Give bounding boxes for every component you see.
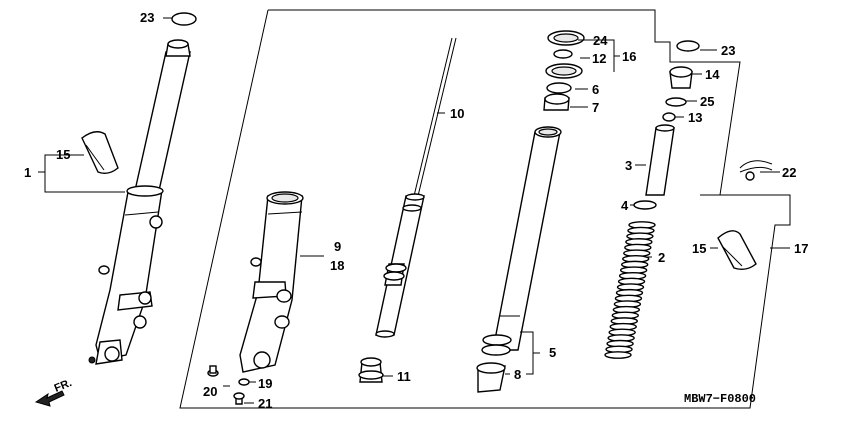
leader-lines [38,17,790,404]
callout-5: 5 [549,345,556,360]
nut-part [662,112,676,122]
callout-20: 20 [203,384,217,399]
callout-3: 3 [625,158,632,173]
callout-22: 22 [782,165,796,180]
fork-assembly-part [88,39,191,365]
oil-seal-stack [543,30,585,111]
spring-coil [604,351,632,359]
slide-bushing-part [476,362,506,393]
callout-12: 12 [592,51,606,66]
callout-7: 7 [592,100,599,115]
callout-15-right: 15 [692,241,706,256]
callout-16: 16 [622,49,636,64]
callout-17: 17 [794,241,808,256]
callout-14: 14 [705,67,720,82]
callout-15-left: 15 [56,147,70,162]
callout-13: 13 [688,110,702,125]
fork-guard-part-right [717,230,757,271]
callout-2: 2 [658,250,665,265]
o-ring-part-right [676,40,700,52]
callout-9: 9 [334,239,341,254]
callout-6: 6 [592,82,599,97]
spring-seat-part [633,200,657,210]
outer-slider-part [239,191,304,373]
fork-guard-part-left [81,131,119,175]
o-ring-part-left [171,12,197,26]
callout-10: 10 [450,106,464,121]
front-direction-arrow: FR. [34,377,74,407]
callout-1: 1 [24,165,31,180]
callout-21: 21 [258,396,272,411]
callout-19: 19 [258,376,272,391]
callout-23-left: 23 [140,10,154,25]
callout-25: 25 [700,94,714,109]
retaining-clip-part [739,160,773,181]
o-ring-small-part [665,97,687,107]
oil-lock-piece-part [358,357,384,383]
callout-23-right: 23 [721,43,735,58]
callout-18: 18 [330,258,344,273]
spring-collar-part [645,124,675,196]
callout-8: 8 [514,367,521,382]
inner-tube-part [481,126,562,356]
callout-24: 24 [593,33,608,48]
callout-4: 4 [621,198,629,213]
diagram-code: MBW7−F0800 [684,392,756,406]
drain-bolt-hardware [207,365,250,405]
damper-rod-part [375,37,457,338]
fork-bolt-part [669,66,693,89]
direction-label: FR. [53,377,74,395]
callout-11: 11 [397,369,411,384]
fork-spring-part [604,221,656,359]
